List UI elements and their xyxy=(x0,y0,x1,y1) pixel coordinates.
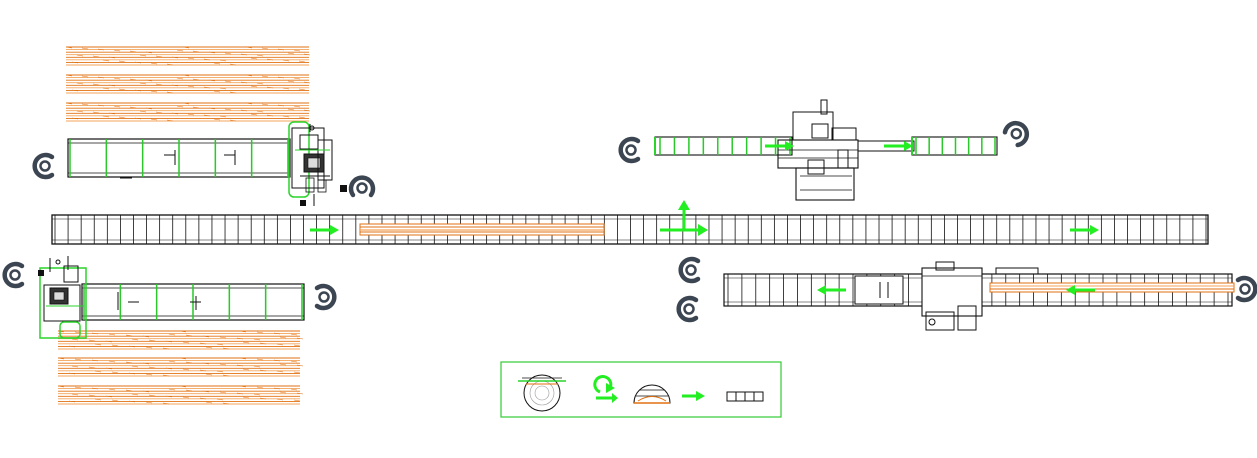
operator-icon xyxy=(678,256,701,284)
operator-icon xyxy=(676,295,699,323)
rotate-icon xyxy=(593,375,618,403)
flow-arrows xyxy=(310,141,1099,295)
log-end-icon xyxy=(518,374,566,412)
edger-machine-lower xyxy=(921,261,1039,331)
operator-icon xyxy=(348,175,376,198)
arrow-left-icon xyxy=(1066,285,1095,295)
timber-stack-top-left xyxy=(65,46,311,122)
arrow-right-icon xyxy=(1070,225,1099,235)
arrow-right-icon xyxy=(884,141,913,151)
split-arrow-icon xyxy=(660,200,708,236)
legend xyxy=(500,361,782,418)
arrow-right-icon xyxy=(765,141,794,151)
half-log-icon xyxy=(633,384,671,404)
arrow-right-icon xyxy=(682,391,705,401)
main-transfer-conveyor xyxy=(51,214,1209,245)
resaw-machine-upper xyxy=(777,99,859,201)
board-stack-icon xyxy=(726,391,764,402)
operator-icon xyxy=(314,283,337,311)
operator-icon xyxy=(618,136,641,164)
resaw-conveyor-upper-outfeed xyxy=(857,136,998,156)
log-on-main-conveyor xyxy=(359,223,605,236)
headrig-machine-upper xyxy=(288,121,347,206)
infeed-conveyor-upper xyxy=(67,138,291,179)
operator-icon xyxy=(2,261,25,289)
arrow-left-icon xyxy=(817,285,846,295)
infeed-conveyor-lower xyxy=(81,283,305,321)
operator-icon xyxy=(1235,275,1257,303)
log-on-edger-conveyor xyxy=(989,282,1235,293)
operator-icon xyxy=(32,152,55,180)
timber-stack-bottom-left xyxy=(57,330,304,405)
arrow-right-icon xyxy=(310,225,339,235)
operator-icon xyxy=(1002,120,1030,148)
headrig-machine-lower xyxy=(38,256,87,339)
operators xyxy=(2,120,1257,323)
